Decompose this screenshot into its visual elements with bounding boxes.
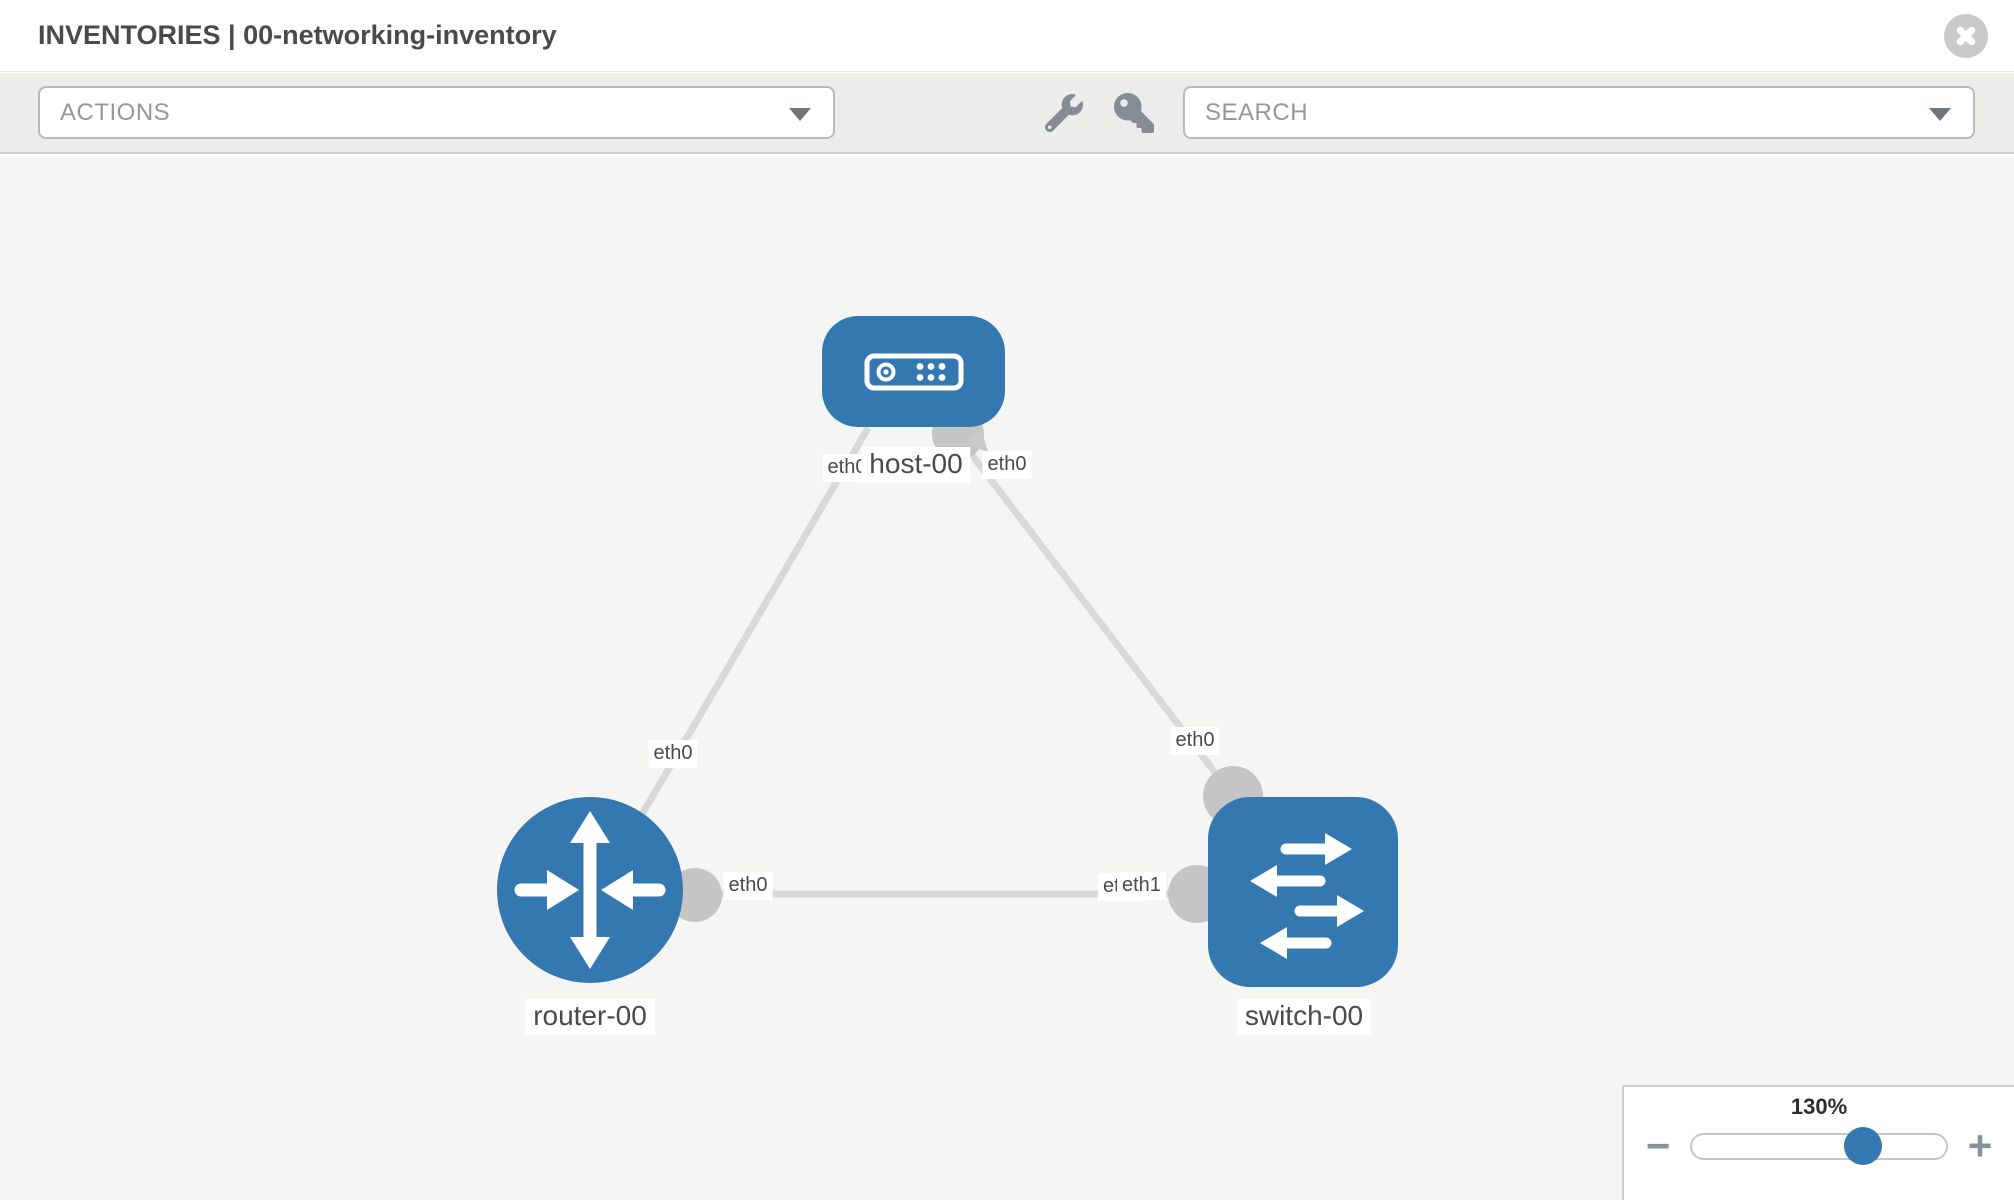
toolbar: ACTIONS SEARCH	[0, 73, 2014, 154]
key-icon	[1114, 93, 1154, 133]
topology-links-layer	[636, 408, 1263, 923]
router-icon	[514, 811, 666, 969]
credentials-button[interactable]	[1106, 85, 1162, 141]
zoom-out-button[interactable]: −	[1645, 1122, 1671, 1169]
chevron-down-icon	[1929, 107, 1951, 121]
search-dropdown[interactable]: SEARCH	[1183, 86, 1975, 139]
interface-label: eth0	[982, 451, 1032, 479]
wrench-icon	[1045, 94, 1083, 132]
header-bar: INVENTORIES | 00-networking-inventory	[0, 0, 2014, 72]
zoom-panel: 130% − +	[1622, 1085, 2014, 1200]
topology-canvas[interactable]: host-00 router-00 switch-00 eth0 eth0 et…	[0, 156, 2014, 1200]
interface-label: eth1	[1117, 872, 1166, 900]
zoom-in-button[interactable]: +	[1967, 1122, 1993, 1169]
zoom-slider-track[interactable]	[1690, 1127, 1948, 1165]
chevron-down-icon	[789, 107, 811, 121]
link-arrowhead	[965, 429, 988, 452]
interface-label: eth0	[648, 740, 698, 768]
node-label-host: host-00	[861, 447, 971, 483]
node-switch[interactable]	[1208, 797, 1398, 987]
close-icon[interactable]	[1944, 14, 1988, 58]
node-label-switch: switch-00	[1236, 999, 1372, 1035]
configure-button[interactable]	[1036, 85, 1092, 141]
switch-icon	[1250, 833, 1364, 959]
actions-dropdown-label: ACTIONS	[60, 98, 171, 126]
interface-label: eth0	[723, 872, 773, 900]
zoom-level: 130%	[1790, 1094, 1848, 1119]
interface-label: eth0	[1170, 727, 1220, 755]
host-icon	[864, 353, 963, 390]
node-router[interactable]	[497, 797, 683, 983]
actions-dropdown[interactable]: ACTIONS	[38, 86, 835, 139]
zoom-controls: − +	[1624, 1122, 2014, 1169]
page-title: INVENTORIES | 00-networking-inventory	[38, 20, 557, 50]
search-input: SEARCH	[1205, 98, 1309, 126]
node-label-router: router-00	[525, 999, 655, 1035]
node-host[interactable]	[822, 316, 1005, 427]
zoom-slider-handle[interactable]	[1844, 1127, 1882, 1165]
